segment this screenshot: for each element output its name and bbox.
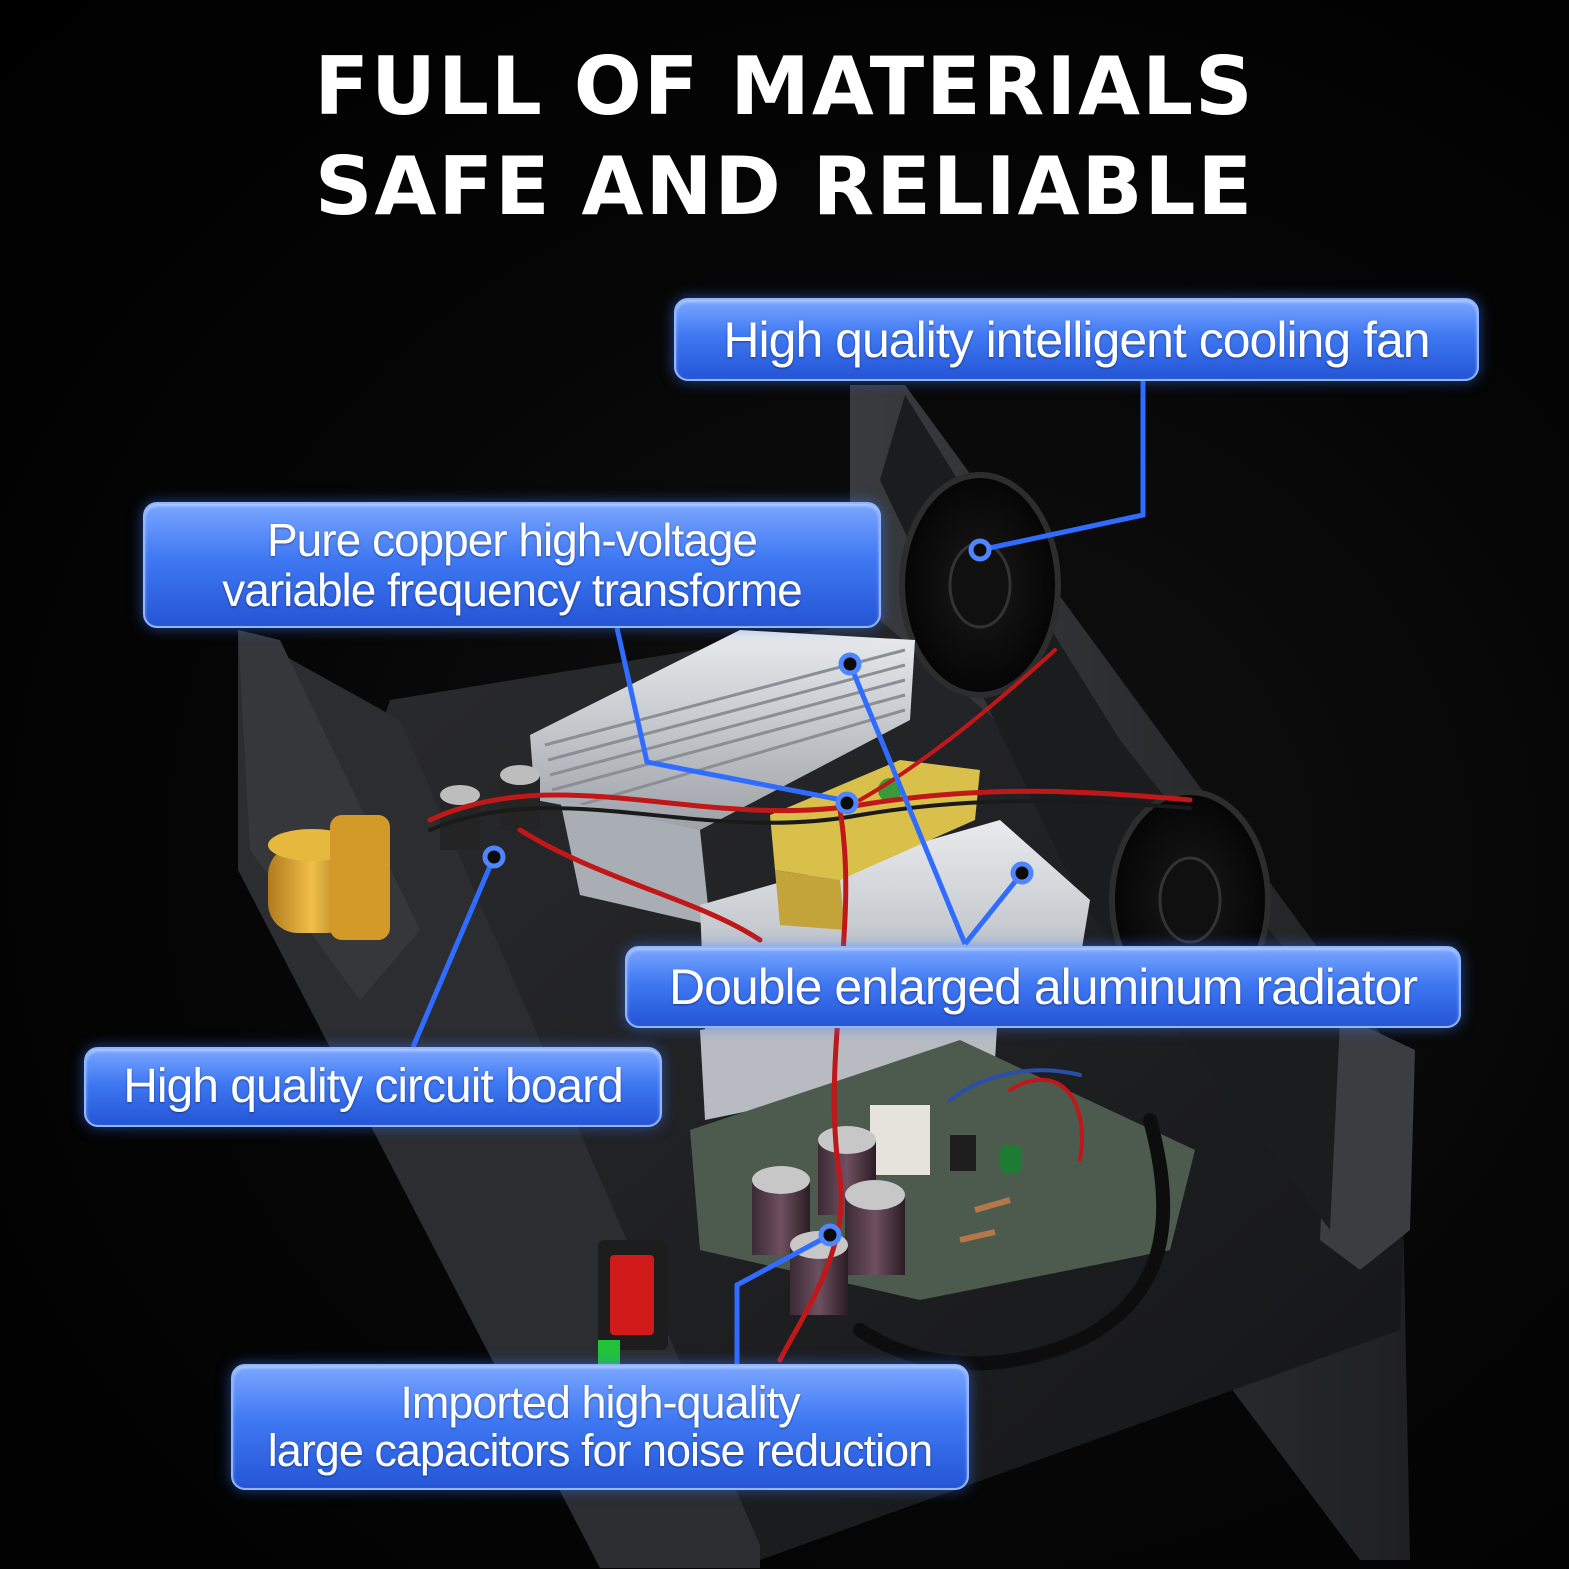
leader-endpoints bbox=[482, 538, 1034, 1247]
callout-circuit-board: High quality circuit board bbox=[84, 1047, 662, 1127]
leader-lines bbox=[410, 381, 1146, 1364]
capacitors bbox=[440, 765, 905, 1315]
callout-capacitors: Imported high-quality large capacitors f… bbox=[231, 1364, 969, 1490]
headline-line-1: FULL OF MATERIALS bbox=[314, 40, 1255, 133]
power-switch bbox=[598, 1240, 668, 1365]
front-knob bbox=[268, 815, 390, 940]
aluminum-radiator-upper bbox=[530, 630, 915, 925]
callout-capacitors-line-1: Imported high-quality bbox=[400, 1377, 800, 1428]
callout-cooling-fan-text: High quality intelligent cooling fan bbox=[723, 311, 1430, 368]
callout-transformer-line-2: variable frequency transforme bbox=[222, 564, 803, 616]
callout-radiator-text: Double enlarged aluminum radiator bbox=[668, 959, 1418, 1015]
transformer bbox=[770, 760, 980, 930]
callout-capacitors-line-2: large capacitors for noise reduction bbox=[267, 1425, 933, 1476]
callout-transformer-line-1: Pure copper high-voltage bbox=[267, 514, 758, 566]
headline-line-2: SAFE AND RELIABLE bbox=[314, 140, 1255, 233]
callout-cooling-fan: High quality intelligent cooling fan bbox=[674, 298, 1479, 381]
callout-transformer: Pure copper high-voltage variable freque… bbox=[143, 502, 881, 628]
callout-circuit-board-text: High quality circuit board bbox=[123, 1060, 624, 1113]
cooling-fan-upper bbox=[899, 472, 1061, 698]
callout-radiator: Double enlarged aluminum radiator bbox=[625, 946, 1461, 1028]
